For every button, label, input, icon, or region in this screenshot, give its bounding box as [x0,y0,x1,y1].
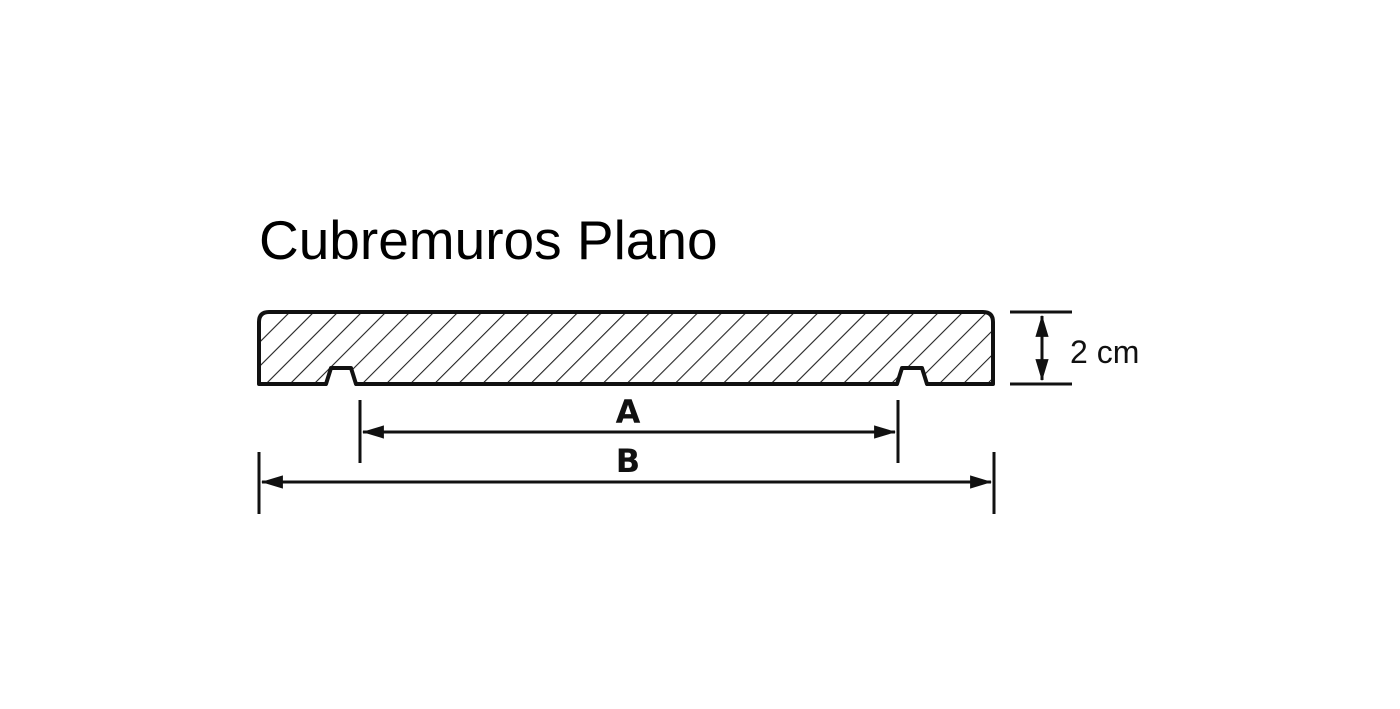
dimension-b-label: B [616,442,640,480]
cross-section-profile [257,310,995,386]
thickness-label: 2 cm [1070,334,1139,370]
dimension-a-label: A [616,393,641,431]
dimension-b: B [257,442,996,514]
thickness-dimension: 2 cm [1010,310,1139,386]
dimension-a: A [358,393,900,463]
diagram-title: Cubremuros Plano [259,209,718,271]
